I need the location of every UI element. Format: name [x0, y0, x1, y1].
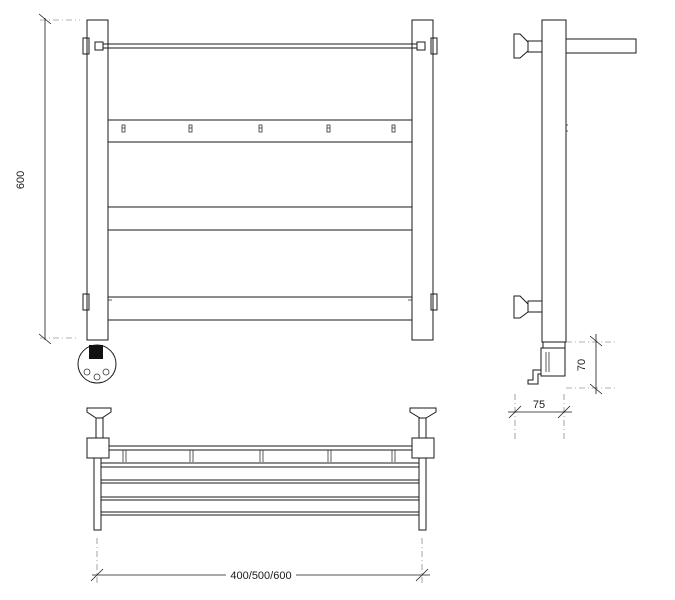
- top-view-right-post: [418, 457, 427, 531]
- hook-icon: [258, 124, 263, 133]
- top-left-bracket: [82, 37, 90, 55]
- width-dimension-label: 400/500/600: [230, 570, 291, 582]
- front-hooks: [121, 124, 396, 133]
- top-view-rails: [101, 445, 419, 516]
- height-dimension: 600: [15, 13, 80, 345]
- top-view: 400/500/600: [86, 407, 437, 585]
- hook-icon: [121, 124, 126, 133]
- hook-icon: [326, 124, 331, 133]
- side-depth-label: 75: [533, 399, 545, 411]
- control-knob-icon: [77, 344, 117, 384]
- side-top-arm: [565, 38, 637, 54]
- side-depth-dimension: 75: [508, 394, 572, 440]
- hook-icon: [391, 124, 396, 133]
- side-top-mount: [513, 33, 543, 59]
- middle-bar: [108, 206, 412, 231]
- control-height-label: 70: [576, 359, 588, 371]
- control-display-square: [89, 345, 103, 359]
- top-view-left-block: [86, 437, 110, 459]
- right-post: [411, 19, 434, 341]
- hook-bar: [108, 119, 412, 143]
- bottom-bar: [108, 296, 412, 321]
- hook-icon: [189, 450, 194, 462]
- control-height-dimension: 70: [566, 334, 618, 395]
- top-rail: [94, 41, 426, 51]
- front-view: 600: [15, 13, 438, 384]
- top-view-left-post: [93, 457, 102, 531]
- side-heater-unit: [527, 341, 566, 385]
- side-view: 70 75: [508, 19, 637, 440]
- left-post: [86, 19, 109, 341]
- hook-icon: [259, 450, 264, 462]
- side-post: [541, 19, 567, 343]
- top-right-bracket: [430, 37, 438, 55]
- hook-icon: [391, 450, 396, 462]
- bottom-right-bracket: [430, 293, 438, 311]
- hook-icon: [327, 450, 332, 462]
- height-dimension-label: 600: [15, 171, 27, 189]
- top-view-hooks: [122, 450, 396, 462]
- top-view-right-block: [411, 437, 435, 459]
- hook-icon: [122, 450, 127, 462]
- top-view-left-flange: [86, 407, 112, 439]
- width-dimension: 400/500/600: [90, 538, 430, 585]
- bottom-left-bracket: [82, 293, 90, 311]
- hook-icon: [188, 124, 193, 133]
- side-bottom-mount: [513, 295, 543, 319]
- top-view-right-flange: [409, 407, 437, 439]
